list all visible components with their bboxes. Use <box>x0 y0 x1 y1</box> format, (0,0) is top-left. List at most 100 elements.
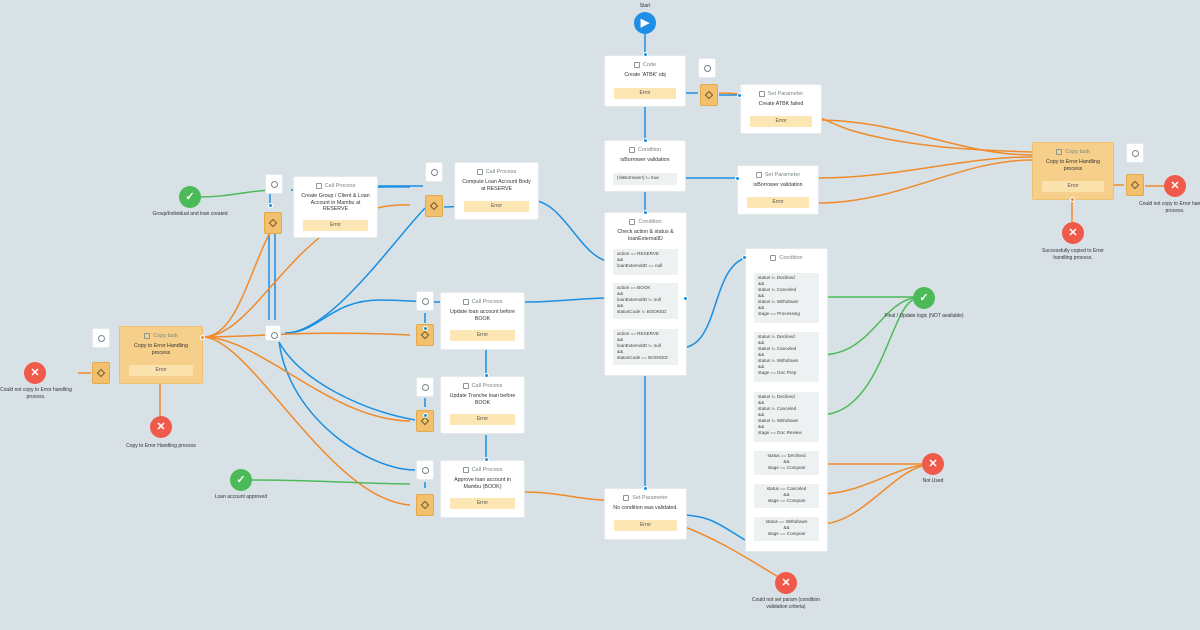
condition-icon <box>629 218 636 225</box>
condition-check-action-node[interactable]: Condition Check action & status & loanEx… <box>604 212 687 376</box>
node-title: Check action & status & loanExternalID <box>617 229 674 242</box>
error-port[interactable]: Error <box>1042 181 1104 192</box>
gateway-icon[interactable] <box>416 410 434 432</box>
condition-rule[interactable]: status == Canceled && stage == Compute <box>754 484 819 508</box>
condition-rule[interactable]: status != Declined && status != Canceled… <box>754 392 819 442</box>
connector-port[interactable] <box>735 176 740 181</box>
connector-port[interactable] <box>200 335 205 340</box>
condition-rule[interactable]: action == BOOK && loanExternalID != null… <box>613 283 678 319</box>
call-compute-node[interactable]: Call Process Compute Loan Account Body a… <box>454 162 539 220</box>
timer-icon[interactable] <box>698 58 716 78</box>
timer-icon[interactable] <box>425 162 443 182</box>
close-icon[interactable]: ✕ <box>150 416 172 438</box>
copy-icon <box>144 332 151 339</box>
gateway-icon[interactable] <box>416 494 434 516</box>
node-header: Call Process <box>471 467 503 473</box>
timer-icon[interactable] <box>416 377 434 397</box>
error-port[interactable]: Error <box>129 365 193 376</box>
set-param-nocond-node[interactable]: Set Parameter No condition was validated… <box>604 488 687 540</box>
error-port[interactable]: Error <box>750 116 812 127</box>
process-icon <box>462 466 469 473</box>
error-port[interactable]: Error <box>450 498 515 509</box>
node-header: Copy task <box>153 333 178 339</box>
call-update-tranche-node[interactable]: Call Process Update Tranche loan before … <box>440 376 525 434</box>
timer-icon[interactable] <box>416 291 434 311</box>
condition-icon <box>770 254 777 261</box>
connector-port[interactable] <box>484 457 489 462</box>
timer-icon[interactable] <box>92 328 110 348</box>
check-icon[interactable]: ✓ <box>230 469 252 491</box>
close-icon[interactable]: ✕ <box>1164 175 1186 197</box>
error-port[interactable]: Error <box>614 520 677 531</box>
gateway-icon[interactable] <box>264 212 282 234</box>
copy-task-right-node[interactable]: Copy task Copy to Error Handling process… <box>1032 142 1114 200</box>
condition-rule[interactable]: action == RESERVE && loanExternalID != n… <box>613 329 678 365</box>
connector-port[interactable] <box>742 255 747 260</box>
condition-isborrower-node[interactable]: Condition isBorrower validation (!isBorr… <box>604 140 686 192</box>
condition-rule[interactable]: status != Declined && status != Canceled… <box>754 273 819 323</box>
set-param-atbk-node[interactable]: Set Parameter Create ATBK failed Error <box>740 84 822 134</box>
hub-icon[interactable] <box>265 325 281 341</box>
connector-port[interactable] <box>643 138 648 143</box>
process-icon <box>462 298 469 305</box>
timer-icon[interactable] <box>416 460 434 480</box>
gateway-icon[interactable] <box>92 362 110 384</box>
error-port[interactable]: Error <box>614 88 676 99</box>
connector-port[interactable] <box>683 296 688 301</box>
node-title: Update Tranche loan before BOOK <box>449 393 516 406</box>
set-param-isborrower-node[interactable]: Set Parameter isBorrower validation Erro… <box>737 165 819 215</box>
code-node[interactable]: Code Create 'ATBK' obj Error <box>604 55 686 107</box>
node-header: Condition <box>779 255 803 261</box>
close-icon[interactable]: ✕ <box>922 453 944 475</box>
connector-port[interactable] <box>423 413 428 418</box>
call-group-node[interactable]: Call Process Create Group / Client & Loa… <box>293 176 378 238</box>
condition-rule[interactable]: (!isBorrower!) != true <box>613 173 677 185</box>
error-port[interactable]: Error <box>450 330 515 341</box>
process-icon <box>462 382 469 389</box>
connector-port[interactable] <box>423 326 428 331</box>
call-update-loan-node[interactable]: Call Process Update loan account before … <box>440 292 525 350</box>
copy-task-left-node[interactable]: Copy task Copy to Error Handling process… <box>119 326 203 384</box>
call-approve-node[interactable]: Call Process Approve loan account in Mam… <box>440 460 525 518</box>
connector-port[interactable] <box>1070 197 1075 202</box>
condition-rule[interactable]: status != Declined && status != Canceled… <box>754 332 819 382</box>
close-icon[interactable]: ✕ <box>1062 222 1084 244</box>
timer-icon[interactable] <box>265 174 283 194</box>
node-title: Copy to Error Handling process <box>134 343 188 356</box>
connector-port[interactable] <box>268 203 273 208</box>
condition-rule[interactable]: status == Declined && stage == Compute <box>754 451 819 475</box>
node-header: Condition <box>637 147 662 153</box>
end-right-success-label: Successfully copied to Error handling pr… <box>1042 248 1104 261</box>
error-port[interactable]: Error <box>464 201 529 212</box>
error-port[interactable]: Error <box>450 414 515 425</box>
condition-status-node[interactable]: Condition status != Declined && status !… <box>745 248 828 552</box>
close-icon[interactable]: ✕ <box>24 362 46 384</box>
gateway-icon[interactable] <box>1126 174 1144 196</box>
connector-port[interactable] <box>643 52 648 57</box>
node-title: Copy to Error Handling process <box>1046 159 1100 172</box>
error-port[interactable]: Error <box>303 220 368 231</box>
timer-icon[interactable] <box>1126 143 1144 163</box>
node-header: Call Process <box>471 299 503 305</box>
connector-port[interactable] <box>737 93 742 98</box>
check-icon[interactable]: ✓ <box>179 186 201 208</box>
check-icon[interactable]: ✓ <box>913 287 935 309</box>
error-port[interactable]: Error <box>747 197 809 208</box>
gateway-icon[interactable] <box>425 195 443 217</box>
node-header: Set Parameter <box>764 172 801 178</box>
condition-rule[interactable]: status == Withdrawn && stage == Compute <box>754 517 819 541</box>
node-title: Create Group / Client & Loan Account in … <box>301 193 370 212</box>
gateway-icon[interactable] <box>700 84 718 106</box>
node-title: isBorrower validation <box>620 157 670 163</box>
node-header: Set Parameter <box>767 91 804 97</box>
condition-rule[interactable]: action == RESERVE && loanExternalID == n… <box>613 249 678 275</box>
end-notused-label: Not Used <box>922 478 944 484</box>
connector-port[interactable] <box>643 210 648 215</box>
gateway-icon[interactable] <box>416 324 434 346</box>
close-icon[interactable]: ✕ <box>775 572 797 594</box>
connector-port[interactable] <box>643 486 648 491</box>
connector-port[interactable] <box>484 373 489 378</box>
start-icon[interactable]: ▶ <box>634 12 656 34</box>
node-header: Set Parameter <box>632 495 668 501</box>
